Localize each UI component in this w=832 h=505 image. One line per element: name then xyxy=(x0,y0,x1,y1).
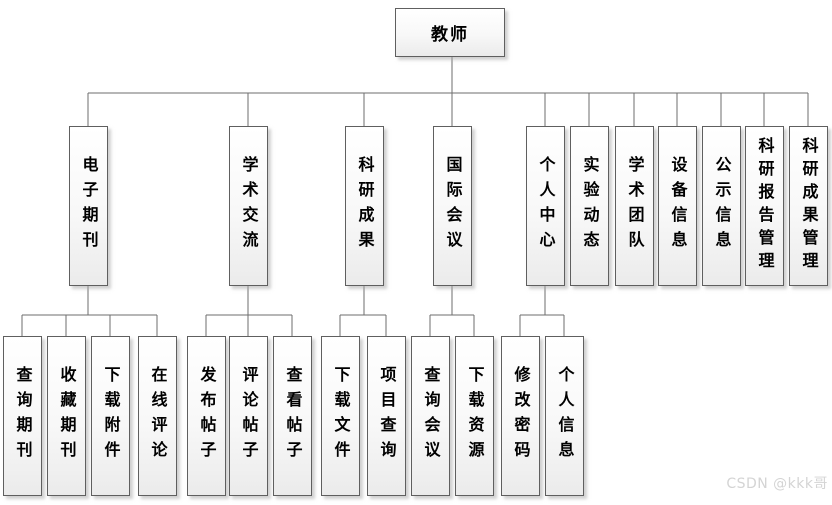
node-label: 在线评论 xyxy=(148,366,168,466)
node-download-file: 下载文件 xyxy=(321,336,360,496)
node-label: 下载资源 xyxy=(465,366,485,466)
node-project-query: 项目查询 xyxy=(367,336,406,496)
node-comment-thread: 评论帖子 xyxy=(229,336,268,496)
node-query-journal: 查询期刊 xyxy=(3,336,42,496)
node-personal-info: 个人信息 xyxy=(545,336,584,496)
node-query-conference: 查询会议 xyxy=(411,336,450,496)
node-label: 个人信息 xyxy=(555,366,575,466)
node-online-comment: 在线评论 xyxy=(138,336,177,496)
node-label: 科研成果 xyxy=(355,156,375,256)
node-change-password: 修改密码 xyxy=(501,336,540,496)
node-label: 实验动态 xyxy=(580,156,600,256)
node-intl-conference: 国际会议 xyxy=(433,126,472,286)
node-label: 发布帖子 xyxy=(197,366,217,466)
node-academic-exchange: 学术交流 xyxy=(229,126,268,286)
node-label: 修改密码 xyxy=(511,366,531,466)
node-label: 项目查询 xyxy=(377,366,397,466)
node-academic-team: 学术团队 xyxy=(615,126,654,286)
node-teacher: 教师 xyxy=(395,8,505,57)
node-research-results: 科研成果 xyxy=(345,126,384,286)
node-label: 设备信息 xyxy=(668,156,688,256)
node-label: 查询会议 xyxy=(421,366,441,466)
node-label: 评论帖子 xyxy=(239,366,259,466)
node-label: 下载文件 xyxy=(331,366,351,466)
node-label: 查询期刊 xyxy=(13,366,33,466)
node-e-journal: 电子期刊 xyxy=(69,126,108,286)
node-label: 学术交流 xyxy=(239,156,259,256)
node-favorite-journal: 收藏期刊 xyxy=(47,336,86,496)
node-label: 个人中心 xyxy=(536,156,556,256)
node-experiment-news: 实验动态 xyxy=(570,126,609,286)
node-label: 收藏期刊 xyxy=(57,366,77,466)
node-label: 公示信息 xyxy=(712,156,732,256)
node-personal-center: 个人中心 xyxy=(526,126,565,286)
node-public-info: 公示信息 xyxy=(702,126,741,286)
node-research-results-mgmt: 科研成果管理 xyxy=(789,126,828,286)
node-label: 学术团队 xyxy=(625,156,645,256)
node-research-report-mgmt: 科研报告管理 xyxy=(745,126,784,286)
node-download-resource: 下载资源 xyxy=(455,336,494,496)
node-equipment-info: 设备信息 xyxy=(658,126,697,286)
node-label: 科研报告管理 xyxy=(755,137,775,275)
node-label: 查看帖子 xyxy=(283,366,303,466)
node-label: 下载附件 xyxy=(101,366,121,466)
node-post-thread: 发布帖子 xyxy=(187,336,226,496)
node-label: 国际会议 xyxy=(443,156,463,256)
node-label: 科研成果管理 xyxy=(799,137,819,275)
node-view-thread: 查看帖子 xyxy=(273,336,312,496)
watermark: CSDN @kkk哥 xyxy=(726,476,828,492)
node-download-attachment: 下载附件 xyxy=(91,336,130,496)
node-label: 电子期刊 xyxy=(79,156,99,256)
